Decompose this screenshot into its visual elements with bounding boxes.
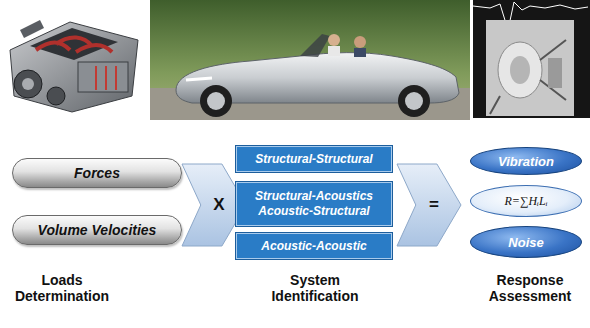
node-text: X (213, 196, 224, 214)
system-box: Structural-Structural (236, 146, 392, 172)
node-text: = (429, 196, 439, 214)
load-box: Volume Velocities (12, 215, 182, 245)
stage-label: Loads Determination (7, 272, 117, 304)
node-text: Acoustic-Acoustic (261, 239, 366, 254)
response-ellipse: Vibration (470, 147, 582, 175)
system-box: Structural-Acoustics Acoustic-Structural (236, 182, 392, 226)
stage-label: Response Assessment (475, 272, 585, 304)
node-text: R=∑HᵢLᵢ (504, 194, 547, 208)
node-text: Vibration (498, 154, 554, 169)
node-text: Volume Velocities (38, 222, 157, 238)
node-text: Forces (74, 165, 120, 181)
car-photo (150, 0, 470, 120)
test-rig-photo (473, 0, 590, 118)
response-ellipse: Noise (470, 226, 582, 258)
formula-ellipse: R=∑HᵢLᵢ (470, 185, 582, 217)
node-text: Noise (508, 235, 543, 250)
node-text: Structural-Acoustics Acoustic-Structural (240, 189, 388, 219)
node-text: Structural-Structural (255, 152, 372, 167)
system-box: Acoustic-Acoustic (236, 233, 392, 259)
engine-photo (0, 0, 148, 120)
operator-arrow: = (396, 163, 462, 247)
stage-label: System Identification (259, 272, 371, 304)
chevron-shape (396, 163, 462, 247)
load-box: Forces (12, 158, 182, 188)
